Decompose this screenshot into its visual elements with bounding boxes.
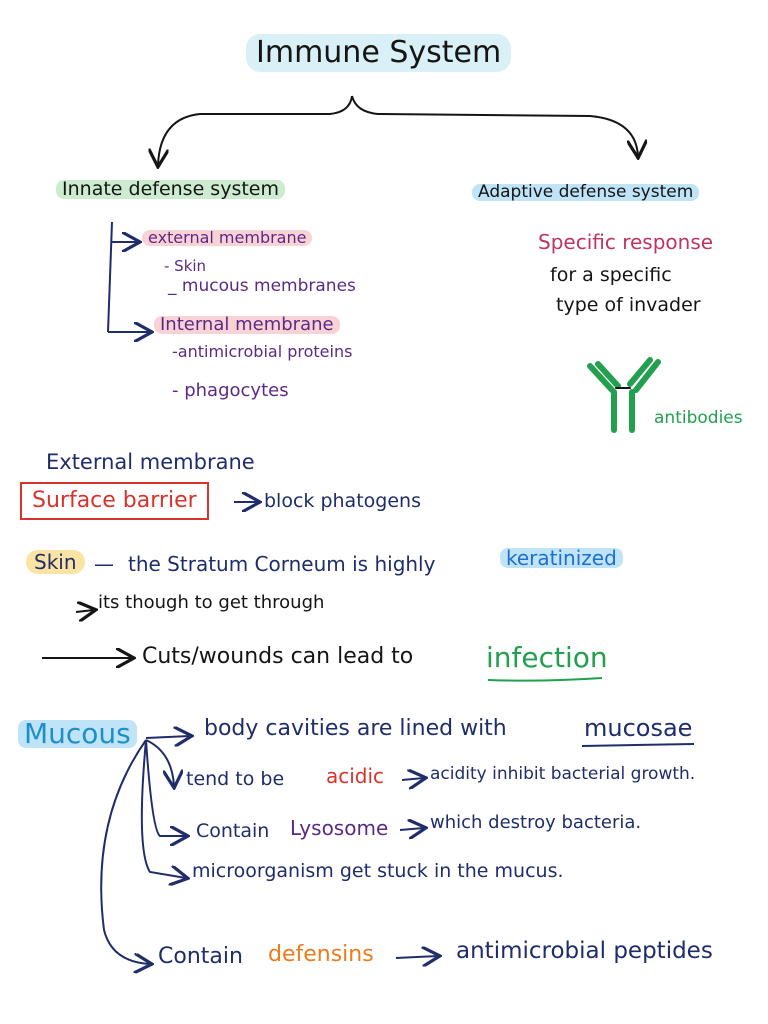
keratinized-label: keratinized: [500, 548, 623, 568]
mucous-line-3a: Contain: [196, 820, 270, 842]
external-section-heading: External membrane: [46, 450, 255, 474]
antibodies-label: antibodies: [654, 408, 743, 428]
mucous-line-2a: tend to be: [186, 768, 285, 790]
int-item-phagocytes: - phagocytes: [172, 380, 289, 401]
arrow-lysosome: [399, 828, 424, 830]
brace-right-arrow: [351, 95, 638, 156]
mucous-line-3b: which destroy bacteria.: [430, 812, 642, 833]
internal-membrane-label: Internal membrane: [154, 316, 340, 334]
arrow-through: [75, 610, 94, 612]
arrow-mucous-1: [145, 736, 190, 738]
cuts-line: Cuts/wounds can lead to: [142, 644, 414, 669]
arrow-mucous-4: [140, 739, 186, 878]
skin-dash: —: [94, 552, 114, 576]
mucosae-underline: [581, 743, 695, 747]
mucous-label: Mucous: [18, 720, 137, 748]
skin-description: the Stratum Corneum is highly: [128, 552, 436, 576]
adaptive-specific-response: Specific response: [538, 230, 714, 254]
arrow-mucous-2: [145, 739, 174, 786]
defensins-label: defensins: [268, 942, 374, 967]
innate-heading: Innate defense system: [56, 180, 285, 199]
adaptive-line-2: for a specific: [550, 264, 672, 286]
brace-left-arrow: [158, 95, 353, 165]
adaptive-heading: Adaptive defense system: [472, 184, 700, 201]
mucosae-label: mucosae: [584, 714, 693, 742]
arrow-mucous-5: [100, 739, 150, 964]
surface-barrier-box: Surface barrier: [20, 482, 209, 520]
infection-label: infection: [486, 641, 608, 674]
ext-item-skin: - Skin: [164, 257, 207, 275]
mucous-line-5a: Contain: [158, 944, 243, 969]
barrier-note: block phatogens: [264, 490, 421, 512]
arrow-mucous-3: [145, 739, 186, 836]
through-note: its though to get through: [98, 592, 325, 613]
int-item-antimicrobial: -antimicrobial proteins: [172, 342, 353, 361]
mucous-line-2b: acidity inhibit bacterial growth.: [430, 764, 696, 784]
innate-tree-trunk: [107, 221, 113, 333]
lysosome-label: Lysosome: [290, 816, 389, 840]
infection-underline: [487, 677, 603, 682]
skin-label: Skin: [26, 550, 85, 574]
page-title: Immune System: [246, 34, 512, 72]
acidic-label: acidic: [326, 764, 385, 788]
arrow-acidic: [401, 778, 424, 780]
mucous-line-5b: antimicrobial peptides: [456, 938, 713, 964]
antibody-icon: [587, 357, 661, 433]
ext-item-mucous: _ mucous membranes: [168, 276, 356, 296]
adaptive-line-3: type of invader: [556, 294, 701, 316]
mucous-line-1: body cavities are lined with: [204, 716, 507, 741]
external-membrane-label: external membrane: [142, 230, 313, 246]
mucous-line-4: microorganism get stuck in the mucus.: [192, 860, 564, 882]
arrow-defensins: [395, 956, 438, 958]
